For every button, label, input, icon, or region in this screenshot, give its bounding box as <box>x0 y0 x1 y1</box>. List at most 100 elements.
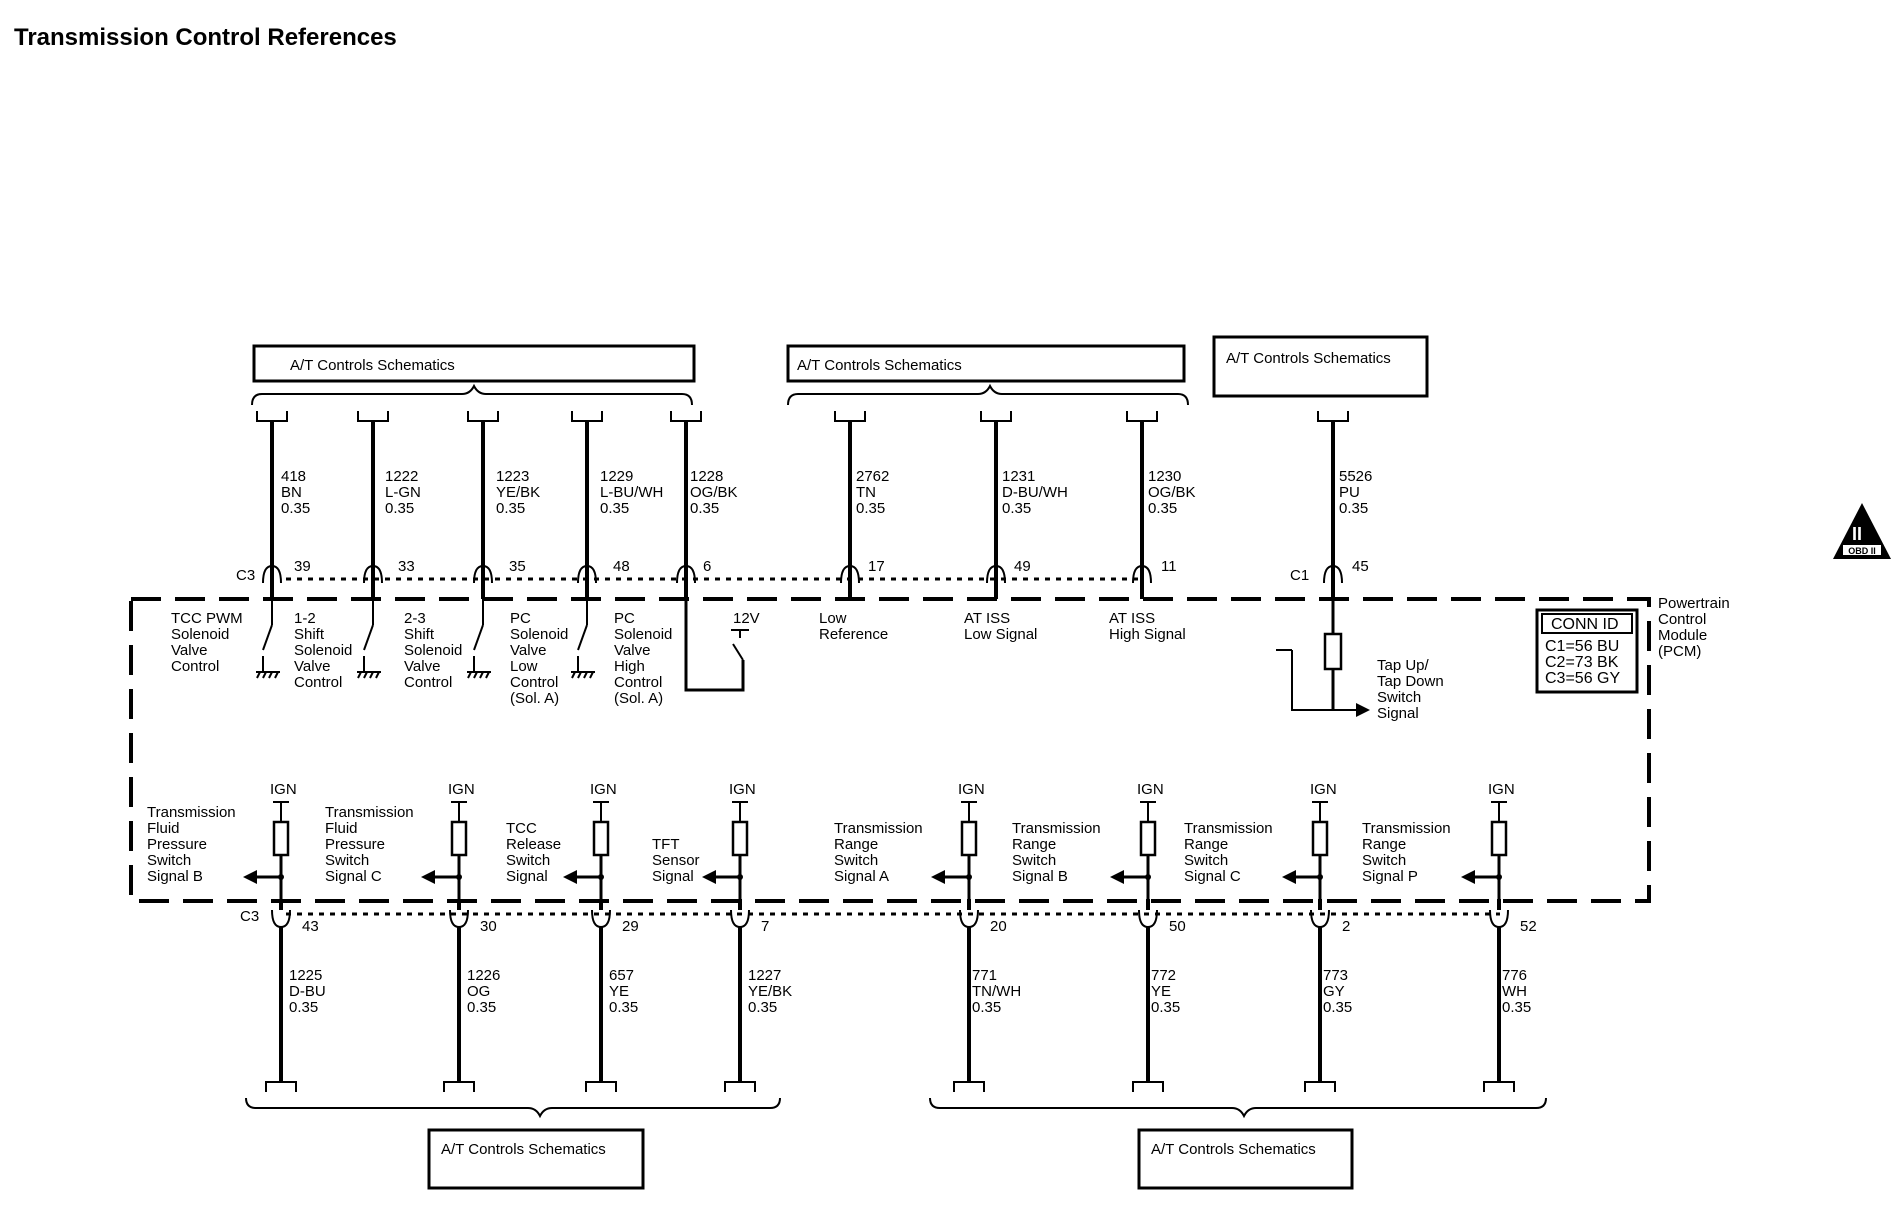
svg-text:TN: TN <box>856 484 876 501</box>
wire-label-1228: 1228 OG/BK 0.35 <box>690 468 738 517</box>
svg-text:Signal: Signal <box>652 868 694 885</box>
pin-35: 35 <box>509 558 526 575</box>
svg-text:1225: 1225 <box>289 967 322 984</box>
supply-12v-label: 12V <box>733 610 760 627</box>
svg-text:Low: Low <box>510 658 538 675</box>
svg-text:TFT: TFT <box>652 836 680 853</box>
svg-text:Reference: Reference <box>819 626 888 643</box>
svg-text:AT ISS: AT ISS <box>1109 610 1155 627</box>
tap-switch-circuit <box>1276 589 1370 717</box>
bottom-schematic-box-1[interactable]: A/T Controls Schematics <box>427 1128 645 1190</box>
wire-circuit-771 <box>953 899 985 1092</box>
svg-text:Signal B: Signal B <box>147 868 203 885</box>
svg-text:1222: 1222 <box>385 468 418 485</box>
svg-text:Shift: Shift <box>404 626 435 643</box>
svg-text:OG/BK: OG/BK <box>690 484 738 501</box>
bottom-pin-numbers: 43 30 29 7 20 50 2 52 <box>302 918 1537 935</box>
svg-text:0.35: 0.35 <box>1151 999 1180 1016</box>
svg-text:Solenoid: Solenoid <box>614 626 672 643</box>
svg-text:Signal C: Signal C <box>1184 868 1241 885</box>
wire-label-771: 771 TN/WH 0.35 <box>972 967 1021 1016</box>
wire-circuit-1226 <box>443 899 475 1092</box>
svg-text:High: High <box>614 658 645 675</box>
component-trs-signal-c: Transmission Range Switch Signal C <box>1184 820 1273 885</box>
wire-circuit-772 <box>1132 899 1164 1092</box>
svg-text:TCC PWM: TCC PWM <box>171 610 243 627</box>
svg-text:Transmission: Transmission <box>147 804 236 821</box>
svg-text:YE: YE <box>609 983 629 1000</box>
svg-text:PC: PC <box>614 610 635 627</box>
svg-text:(PCM): (PCM) <box>1658 643 1701 660</box>
svg-text:L-BU/WH: L-BU/WH <box>600 484 663 501</box>
pin-2: 2 <box>1342 918 1350 935</box>
svg-text:Signal C: Signal C <box>325 868 382 885</box>
ign-labels: IGN IGN IGN IGN IGN IGN IGN IGN <box>270 781 1515 798</box>
svg-text:Control: Control <box>171 658 219 675</box>
pin-52: 52 <box>1520 918 1537 935</box>
svg-text:Switch: Switch <box>1184 852 1228 869</box>
pin-17: 17 <box>868 558 885 575</box>
wire-label-1227: 1227 YE/BK 0.35 <box>748 967 792 1016</box>
pin-39: 39 <box>294 558 311 575</box>
bottom-wire-group <box>265 899 1515 1092</box>
pin-29: 29 <box>622 918 639 935</box>
svg-text:Range: Range <box>1184 836 1228 853</box>
svg-text:1229: 1229 <box>600 468 633 485</box>
top-schematic-box-1[interactable]: A/T Controls Schematics <box>252 344 696 383</box>
svg-text:1223: 1223 <box>496 468 529 485</box>
connector-id-c1-top: C1 <box>1290 567 1309 584</box>
svg-text:773: 773 <box>1323 967 1348 984</box>
svg-text:1227: 1227 <box>748 967 781 984</box>
top-schematic-box-2[interactable]: A/T Controls Schematics <box>786 344 1186 383</box>
svg-text:1231: 1231 <box>1002 468 1035 485</box>
wire-circuit-1228 <box>670 411 702 599</box>
svg-text:Shift: Shift <box>294 626 325 643</box>
wire-circuit-1229 <box>571 411 603 599</box>
svg-text:0.35: 0.35 <box>385 500 414 517</box>
wire-label-657: 657 YE 0.35 <box>609 967 638 1016</box>
pcm-internal-symbols <box>256 589 1370 717</box>
wire-label-5526: 5526 PU 0.35 <box>1339 468 1372 517</box>
svg-text:Transmission: Transmission <box>1012 820 1101 837</box>
svg-text:C2=73 BK: C2=73 BK <box>1545 654 1619 671</box>
svg-text:D-BU: D-BU <box>289 983 326 1000</box>
wire-label-1225: 1225 D-BU 0.35 <box>289 967 326 1016</box>
bottom-schematic-box-2[interactable]: A/T Controls Schematics <box>1137 1128 1354 1190</box>
svg-text:CONN ID: CONN ID <box>1551 616 1619 633</box>
component-at-iss-high: AT ISS High Signal <box>1109 610 1186 643</box>
svg-text:0.35: 0.35 <box>1502 999 1531 1016</box>
svg-text:WH: WH <box>1502 983 1527 1000</box>
pin-30: 30 <box>480 918 497 935</box>
svg-text:Signal: Signal <box>1377 705 1419 722</box>
pin-6: 6 <box>703 558 711 575</box>
svg-text:Control: Control <box>294 674 342 691</box>
svg-text:Low Signal: Low Signal <box>964 626 1037 643</box>
component-tcc-release-switch: TCC Release Switch Signal <box>506 820 561 885</box>
svg-text:Control: Control <box>614 674 662 691</box>
ground-icon <box>571 599 595 679</box>
wire-circuit-776 <box>1483 899 1515 1092</box>
component-tap-up-down-switch: Tap Up/ Tap Down Switch Signal <box>1377 657 1444 722</box>
svg-text:II: II <box>1852 524 1862 544</box>
svg-text:Switch: Switch <box>147 852 191 869</box>
svg-text:A/T Controls Schematics: A/T Controls Schematics <box>1226 350 1391 367</box>
high-side-switch-12v <box>684 595 749 692</box>
pullup-circuit-771 <box>931 801 978 899</box>
svg-text:C1=56 BU: C1=56 BU <box>1545 638 1619 655</box>
wire-label-1222: 1222 L-GN 0.35 <box>385 468 421 517</box>
component-2-3-shift-solenoid: 2-3 Shift Solenoid Valve Control <box>404 610 462 691</box>
svg-text:AT ISS: AT ISS <box>964 610 1010 627</box>
svg-text:Valve: Valve <box>171 642 207 659</box>
svg-text:Valve: Valve <box>510 642 546 659</box>
svg-text:Range: Range <box>834 836 878 853</box>
svg-text:D-BU/WH: D-BU/WH <box>1002 484 1068 501</box>
svg-text:Switch: Switch <box>325 852 369 869</box>
top-schematic-box-3[interactable]: A/T Controls Schematics <box>1212 335 1429 398</box>
pin-11: 11 <box>1161 558 1177 575</box>
page-title: Transmission Control References <box>14 24 397 51</box>
svg-text:(Sol. A): (Sol. A) <box>614 690 663 707</box>
wire-label-772: 772 YE 0.35 <box>1151 967 1180 1016</box>
svg-text:Pressure: Pressure <box>147 836 207 853</box>
top-pin-numbers: 39 33 35 48 6 17 49 11 45 <box>294 558 1369 575</box>
